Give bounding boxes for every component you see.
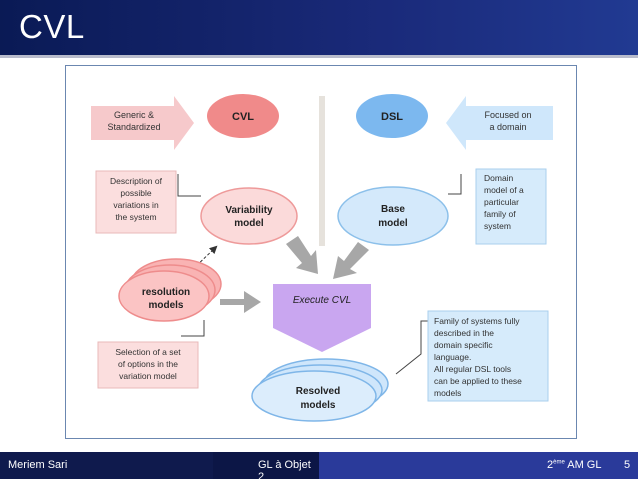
description-line-4: the system — [115, 212, 156, 222]
base-line-1: Base — [381, 204, 405, 215]
title-bar-shadow — [0, 55, 638, 58]
generic-line-2: Standardized — [107, 122, 160, 132]
execute-cvl-node: Execute CVL — [273, 284, 371, 352]
generic-line-1: Generic & — [114, 110, 154, 120]
variability-model-node: Variability model — [200, 187, 298, 245]
arrow-base-to-execute — [333, 242, 369, 279]
family-callout: Family of systems fully described in the… — [395, 310, 549, 402]
base-line-2: model — [378, 218, 408, 229]
arrow-resolution-to-execute — [220, 291, 261, 313]
description-line-3: variations in — [113, 200, 159, 210]
footer: Meriem Sari GL à Objet 2 2ème AM GL 5 — [0, 452, 638, 483]
cvl-node: CVL — [207, 94, 279, 138]
footer-level-sup: ème — [553, 459, 565, 466]
title-bar: CVL — [0, 0, 638, 58]
dsl-label: DSL — [381, 111, 403, 123]
base-model-node: Base model — [337, 186, 449, 246]
family-line-2: described in the — [434, 328, 494, 338]
resolution-line-2: models — [148, 300, 183, 311]
domain-line-3: particular — [484, 197, 519, 207]
arrow-variability-to-execute — [286, 236, 318, 274]
footer-course: GL à Objet 2 — [258, 459, 311, 483]
footer-author: Meriem Sari — [8, 459, 68, 471]
footer-left: Meriem Sari — [0, 452, 213, 479]
variability-line-1: Variability — [225, 205, 273, 216]
footer-right: 2ème AM GL 5 — [319, 452, 638, 479]
footer-level: 2ème AM GL — [547, 459, 601, 471]
resolution-line-1: resolution — [142, 287, 190, 298]
selection-callout: Selection of a set of options in the var… — [97, 320, 205, 389]
selection-line-3: variation model — [119, 371, 177, 381]
selection-line-1: Selection of a set — [115, 347, 181, 357]
resolved-models-node: Resolved models — [251, 358, 389, 422]
domain-line-5: system — [484, 221, 511, 231]
domain-line-1: Domain — [484, 173, 514, 183]
domain-line-4: family of — [484, 209, 516, 219]
resolved-line-1: Resolved — [296, 386, 340, 397]
resolved-line-2: models — [300, 400, 335, 411]
footer-level-suffix: AM GL — [564, 459, 602, 471]
description-line-1: Description of — [110, 176, 163, 186]
dsl-node: DSL — [356, 94, 428, 138]
focused-line-1: Focused on — [484, 110, 531, 120]
description-line-2: possible — [120, 188, 151, 198]
focused-line-2: a domain — [489, 122, 526, 132]
family-line-6: can be applied to these — [434, 376, 522, 386]
cvl-label: CVL — [232, 111, 254, 123]
execute-label: Execute CVL — [293, 295, 351, 306]
family-line-1: Family of systems fully — [434, 316, 520, 326]
generic-standardized-arrow: Generic & Standardized — [91, 96, 194, 150]
domain-line-2: model of a — [484, 185, 524, 195]
cvl-diagram: Generic & Standardized CVL DSL Focused o… — [65, 65, 577, 439]
slide-title: CVL — [19, 8, 85, 45]
description-callout: Description of possible variations in th… — [95, 170, 201, 234]
variability-line-2: model — [234, 218, 264, 229]
resolution-models-node: resolution models — [118, 258, 222, 322]
selection-line-2: of options in the — [118, 359, 178, 369]
family-line-7: models — [434, 388, 461, 398]
family-line-3: domain specific — [434, 340, 493, 350]
focused-domain-arrow: Focused on a domain — [446, 96, 553, 150]
family-line-4: language. — [434, 352, 471, 362]
family-line-5: All regular DSL tools — [434, 364, 511, 374]
footer-page-number: 5 — [624, 459, 631, 471]
domain-callout: Domain model of a particular family of s… — [448, 168, 547, 245]
footer-middle: GL à Objet 2 — [213, 452, 319, 483]
center-divider — [319, 96, 325, 246]
footer-level-prefix: 2 — [547, 459, 554, 471]
